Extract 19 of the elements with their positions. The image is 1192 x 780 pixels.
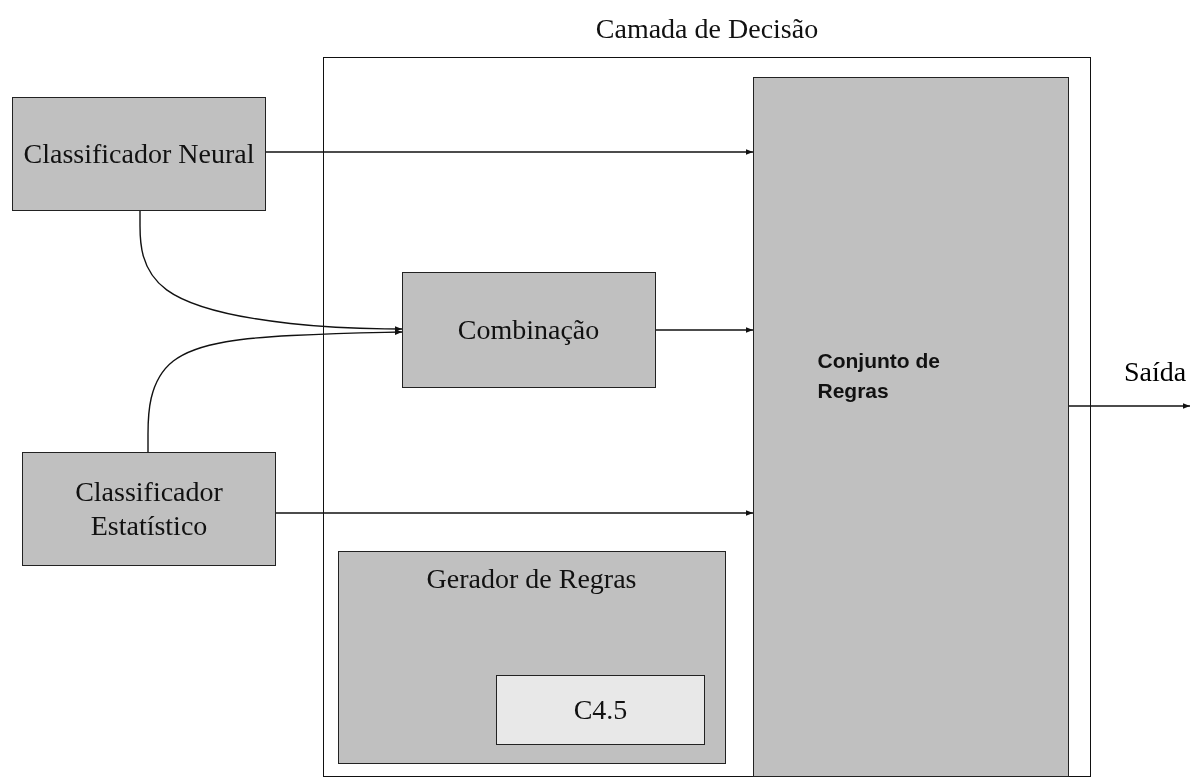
arrow bbox=[1068, 403, 1191, 409]
box-label: Classificador Estatístico bbox=[74, 475, 224, 543]
process-box bbox=[752, 76, 1069, 777]
process-box bbox=[12, 97, 266, 211]
box-label: Classificador Neural bbox=[23, 137, 255, 171]
arrow bbox=[275, 510, 754, 516]
box-label: C4.5 bbox=[573, 693, 628, 727]
arrow bbox=[139, 210, 403, 332]
process-box bbox=[22, 452, 276, 566]
process-box bbox=[401, 271, 656, 388]
box-label: Gerador de Regras bbox=[425, 561, 638, 596]
arrow bbox=[655, 327, 754, 333]
process-box bbox=[496, 675, 705, 745]
box-label: Combinação bbox=[457, 312, 600, 347]
process-box bbox=[337, 550, 726, 764]
layer-heading: Camada de Decisão bbox=[594, 12, 820, 46]
arrow bbox=[147, 329, 403, 453]
box-label: Conjunto de Regras bbox=[817, 347, 941, 404]
arrow bbox=[265, 149, 754, 155]
